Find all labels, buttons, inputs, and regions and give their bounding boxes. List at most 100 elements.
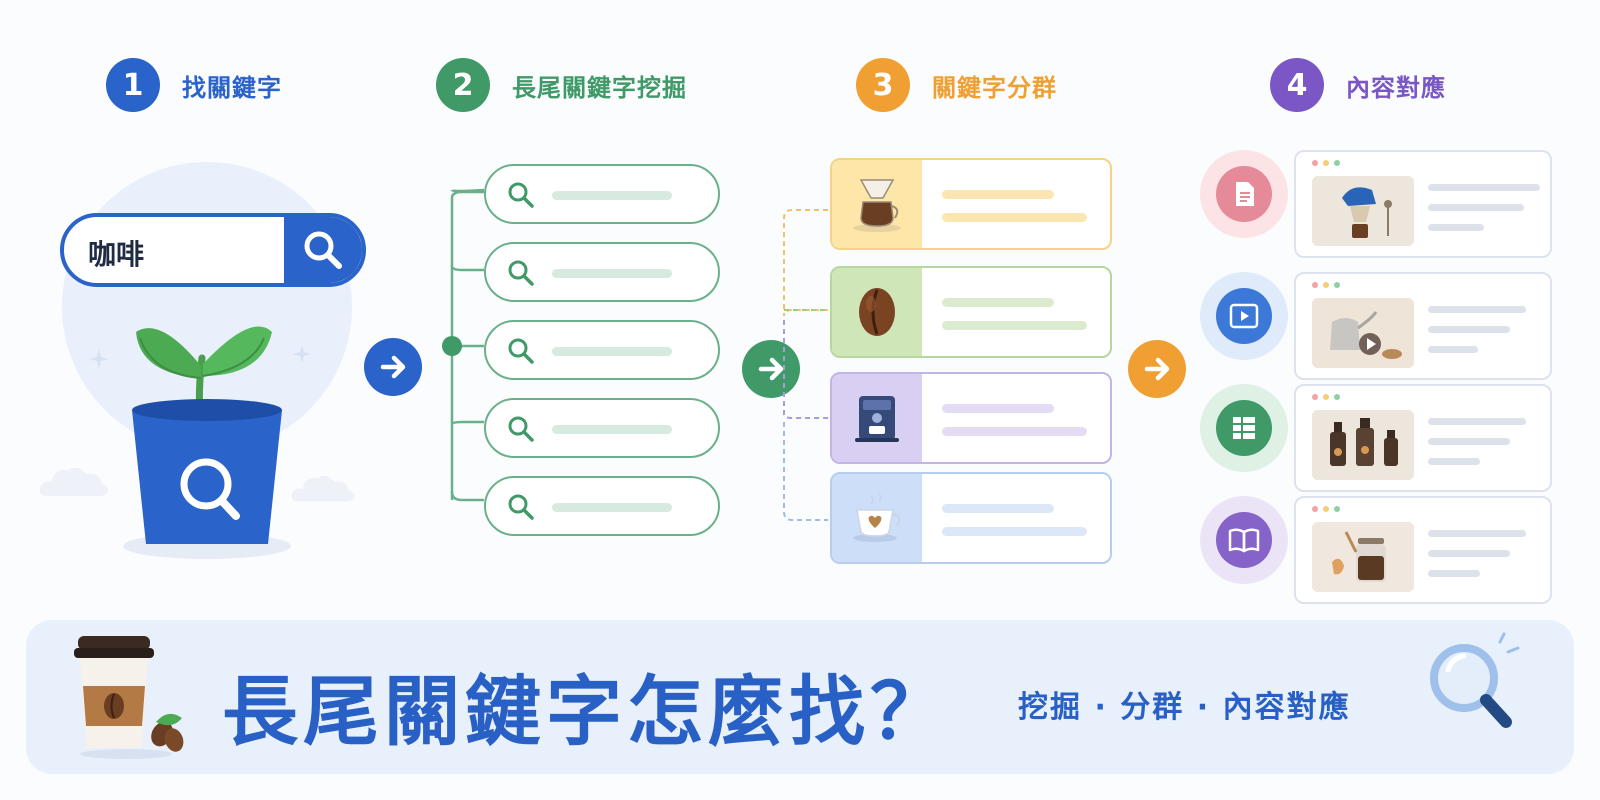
takeaway-coffee-icon: [74, 636, 184, 759]
cluster-placeholder-bar: [942, 427, 1087, 436]
content-card-video[interactable]: [1294, 272, 1552, 380]
keyword-placeholder-bar: [552, 269, 672, 278]
longtail-keyword-row[interactable]: [484, 398, 720, 458]
banner-title: 長尾關鍵字怎麼找？: [222, 667, 951, 756]
cluster-thumb: [832, 374, 922, 462]
cluster-placeholder-bar: [942, 190, 1054, 199]
coffee-jar-photo: [1312, 522, 1414, 592]
document-icon: [1236, 182, 1254, 206]
coffee-cup-icon: [853, 493, 901, 542]
search-icon: [508, 338, 534, 364]
cluster-placeholder-bar: [942, 321, 1087, 330]
step-3-number: 3: [856, 58, 910, 112]
seed-keyword-text: 咖啡: [88, 238, 145, 271]
sparkle-icon: [292, 344, 312, 364]
search-button[interactable]: [284, 217, 362, 283]
sprout-pot-icon: [123, 326, 291, 559]
search-icon: [508, 416, 534, 442]
content-type-guide: [1200, 496, 1288, 584]
cloud-icon: [291, 475, 355, 502]
longtail-keyword-row[interactable]: [484, 164, 720, 224]
video-play-icon: [1229, 303, 1259, 329]
content-placeholder-line: [1428, 530, 1526, 537]
cluster-thumb: [832, 160, 922, 248]
content-type-inner: [1216, 288, 1272, 344]
content-placeholder-line: [1428, 184, 1540, 191]
content-card-list[interactable]: [1294, 384, 1552, 492]
search-icon: [304, 231, 342, 269]
window-dots: [1312, 506, 1340, 512]
step-3-title: 關鍵字分群: [932, 73, 1057, 102]
cluster-card-cup[interactable]: [830, 472, 1112, 564]
seed-keyword-search-bar[interactable]: 咖啡: [60, 213, 366, 287]
list-icon: [1233, 417, 1255, 439]
step-1-title: 找關鍵字: [182, 73, 282, 102]
content-placeholder-line: [1428, 458, 1480, 465]
content-type-inner: [1216, 400, 1272, 456]
kettle-photo: [1312, 298, 1414, 368]
content-type-article: [1200, 150, 1288, 238]
step-1-header: 1 找關鍵字: [106, 58, 282, 112]
step-2-number: 2: [436, 58, 490, 112]
step-4-number: 4: [1270, 58, 1324, 112]
pour-over-coffee-icon: [853, 179, 901, 232]
content-placeholder-line: [1428, 438, 1510, 445]
arrow-right-icon: [1144, 357, 1170, 381]
keyword-placeholder-bar: [552, 191, 672, 200]
window-dots: [1312, 160, 1340, 166]
window-dots: [1312, 282, 1340, 288]
content-type-list: [1200, 384, 1288, 472]
banner-subtitle: 挖掘 · 分群 · 內容對應: [1018, 690, 1351, 725]
cluster-thumb: [832, 268, 922, 356]
keyword-placeholder-bar: [552, 425, 672, 434]
content-placeholder-line: [1428, 550, 1510, 557]
content-placeholder-line: [1428, 418, 1526, 425]
arrow-right-icon: [758, 357, 784, 381]
cluster-dashed-connector: [783, 209, 828, 521]
longtail-tree-connector: [442, 188, 485, 502]
flow-arrow-3: [1128, 340, 1186, 398]
content-type-inner: [1216, 512, 1272, 568]
content-type-video: [1200, 272, 1288, 360]
sparkle-icon: [89, 349, 109, 369]
cluster-card-beans[interactable]: [830, 266, 1112, 358]
step-3-header: 3 關鍵字分群: [856, 58, 1057, 112]
cluster-card-pour-over[interactable]: [830, 158, 1112, 250]
keyword-placeholder-bar: [552, 503, 672, 512]
window-dots: [1312, 394, 1340, 400]
cluster-placeholder-bar: [942, 404, 1054, 413]
cluster-card-machine[interactable]: [830, 372, 1112, 464]
flow-arrow-1: [364, 338, 422, 396]
flow-arrow-2: [742, 340, 800, 398]
step-4-header: 4 內容對應: [1270, 58, 1446, 112]
cloud-icon: [39, 467, 109, 496]
coffee-machine-icon: [855, 396, 899, 442]
longtail-keyword-row[interactable]: [484, 476, 720, 536]
content-card-article[interactable]: [1294, 150, 1552, 258]
arrow-right-icon: [380, 355, 406, 379]
cluster-thumb: [832, 474, 922, 562]
pour-over-photo: [1312, 176, 1414, 246]
cluster-placeholder-bar: [942, 213, 1087, 222]
cluster-placeholder-bar: [942, 298, 1054, 307]
longtail-keyword-row[interactable]: [484, 320, 720, 380]
step-2-header: 2 長尾關鍵字挖掘: [436, 58, 687, 112]
search-icon: [508, 260, 534, 286]
keyword-placeholder-bar: [552, 347, 672, 356]
content-placeholder-line: [1428, 306, 1526, 313]
magnifier-icon: [1430, 632, 1520, 728]
content-placeholder-line: [1428, 346, 1478, 353]
book-icon: [1228, 528, 1260, 553]
content-card-guide[interactable]: [1294, 496, 1552, 604]
grinders-photo: [1312, 410, 1414, 480]
content-placeholder-line: [1428, 570, 1480, 577]
search-icon: [508, 494, 534, 520]
content-placeholder-line: [1428, 326, 1510, 333]
step-4-title: 內容對應: [1346, 73, 1446, 102]
bottom-banner: [26, 620, 1574, 774]
cluster-placeholder-bar: [942, 504, 1054, 513]
cluster-placeholder-bar: [942, 527, 1087, 536]
search-icon: [508, 182, 534, 208]
longtail-keyword-row[interactable]: [484, 242, 720, 302]
coffee-bean-icon: [859, 288, 895, 336]
